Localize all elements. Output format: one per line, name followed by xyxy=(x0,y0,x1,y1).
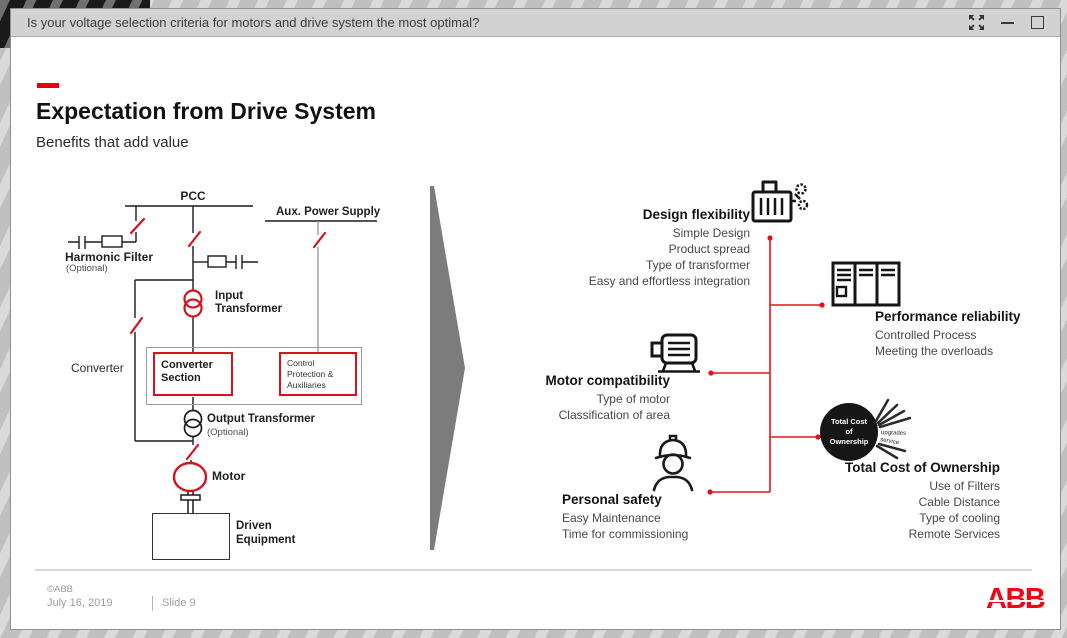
benefit-motor-compatibility: Motor compatibility Type of motor Classi… xyxy=(546,373,671,423)
benefit-item: Controlled Process xyxy=(875,328,977,342)
benefit-total-cost-of-ownership: Total Cost of Ownership Use of Filters C… xyxy=(845,460,1000,542)
footer-copyright: ©ABB xyxy=(47,584,74,595)
minimize-icon[interactable] xyxy=(1001,21,1014,24)
abb-logo-text: ABB xyxy=(986,583,1046,615)
benefit-item: Classification of area xyxy=(558,408,670,422)
benefit-item: Type of motor xyxy=(596,392,670,406)
footer-slide-number: Slide 9 xyxy=(162,597,196,609)
benefit-heading: Design flexibility xyxy=(642,207,750,222)
tco-badge-icon: Total Cost of Ownership xyxy=(820,403,878,461)
benefit-item: Remote Services xyxy=(908,527,1000,541)
window-title: Is your voltage selection criteria for m… xyxy=(27,15,480,30)
worker-helmet-icon xyxy=(652,434,694,492)
benefit-heading: Motor compatibility xyxy=(545,373,671,388)
abb-logo-cut xyxy=(984,599,1047,602)
breaker-switches-red xyxy=(129,217,327,461)
tco-ray-word: service xyxy=(880,437,900,446)
output-transformer-note: (Optional) xyxy=(207,427,249,438)
fullscreen-icon[interactable] xyxy=(969,15,984,30)
motor-icon xyxy=(650,333,700,373)
drive-cabinet-icon xyxy=(831,261,901,307)
pcc-label: PCC xyxy=(180,189,206,203)
benefit-item: Use of Filters xyxy=(929,479,1000,493)
harmonic-filter-note: (Optional) xyxy=(66,263,108,274)
benefit-item: Cable Distance xyxy=(918,495,1000,509)
footer-date: July 16, 2019 xyxy=(47,597,113,609)
benefit-heading: Personal safety xyxy=(562,492,662,507)
window-controls xyxy=(969,15,1044,30)
benefit-item: Simple Design xyxy=(672,226,750,240)
output-transformer-label: Output Transformer xyxy=(207,413,315,425)
converter-label: Converter xyxy=(71,361,124,375)
motor-symbol xyxy=(172,461,208,493)
flow-arrow xyxy=(430,186,465,550)
tco-badge-text: Total Cost of Ownership xyxy=(829,417,869,446)
benefit-heading: Performance reliability xyxy=(875,309,1021,324)
input-transformer-label: Input Transformer xyxy=(215,290,283,315)
benefit-item: Meeting the overloads xyxy=(875,344,994,358)
window-titlebar: Is your voltage selection criteria for m… xyxy=(11,9,1060,37)
converter-enclosure-box xyxy=(146,347,362,405)
generator-gears-icon xyxy=(751,180,809,223)
slide-subtitle: Benefits that add value xyxy=(36,134,189,151)
driven-equipment-label: Driven Equipment xyxy=(236,520,296,546)
driven-equipment-box xyxy=(152,513,230,560)
benefit-item: Type of cooling xyxy=(919,511,1000,525)
benefit-connector-tree xyxy=(710,238,822,493)
tco-ray-word: upgrades xyxy=(881,430,906,437)
connector-dots xyxy=(707,235,825,495)
benefit-performance-reliability: Performance reliability Controlled Proce… xyxy=(875,309,1021,359)
harmonic-filter-label: Harmonic Filter xyxy=(65,250,154,264)
converter-section-box: Converter Section xyxy=(153,352,233,396)
benefit-item: Easy and effortless integration xyxy=(588,274,750,288)
benefit-item: Type of transformer xyxy=(645,258,750,272)
aux-power-supply-label: Aux. Power Supply xyxy=(276,206,381,218)
tco-rays: upgrades service xyxy=(874,398,912,460)
accent-dash xyxy=(37,83,59,88)
slide-title: Expectation from Drive System xyxy=(36,98,377,124)
abb-logo: ABB xyxy=(984,583,1047,615)
benefit-personal-safety: Personal safety Easy Maintenance Time fo… xyxy=(562,492,688,542)
control-protection-box: Control Protection & Auxiliaries xyxy=(279,352,357,396)
input-transformer-symbol xyxy=(183,289,203,318)
motor-label: Motor xyxy=(212,469,246,483)
benefit-heading: Total Cost of Ownership xyxy=(845,460,1000,475)
footer-separator xyxy=(152,596,153,611)
benefit-item: Time for commissioning xyxy=(562,527,689,541)
maximize-icon[interactable] xyxy=(1031,16,1044,29)
benefit-design-flexibility: Design flexibility Simple Design Product… xyxy=(589,207,750,289)
benefit-item: Easy Maintenance xyxy=(562,511,661,525)
benefit-item: Product spread xyxy=(668,242,750,256)
